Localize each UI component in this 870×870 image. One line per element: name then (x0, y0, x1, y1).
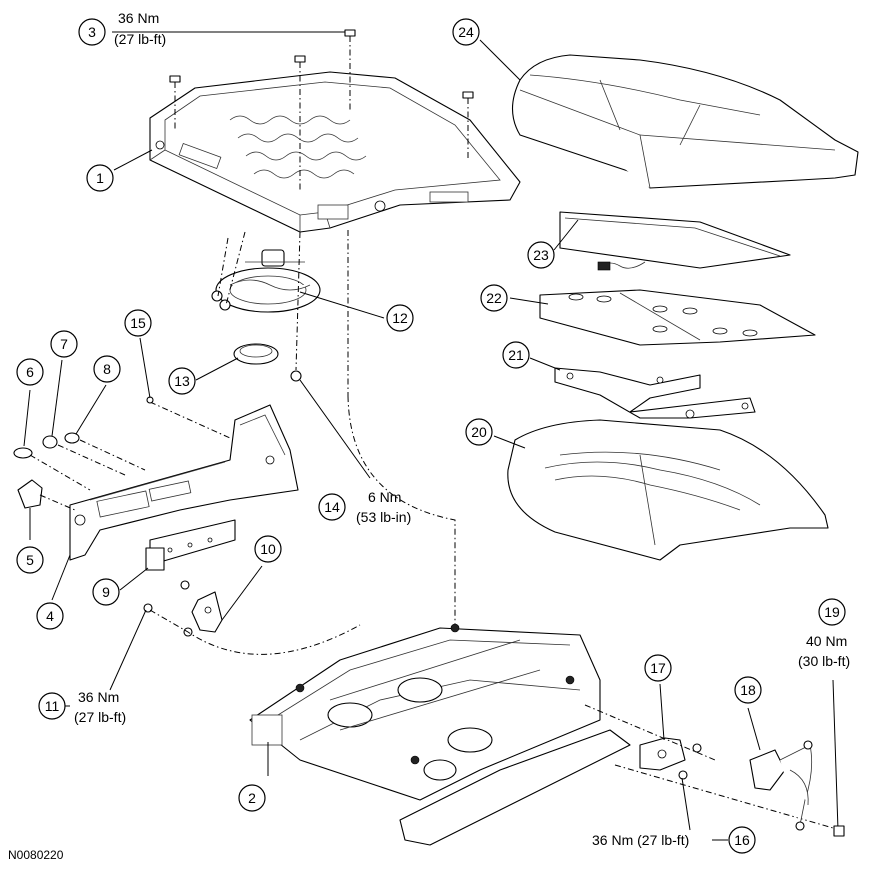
occupant-sensor (554, 367, 756, 419)
cushion-extension-adjuster (211, 231, 321, 313)
torque-19-nm: 40 Nm (806, 633, 847, 649)
svg-text:18: 18 (740, 682, 756, 698)
torque-16: 36 Nm (27 lb-ft) (592, 832, 689, 848)
seat-track-assembly (249, 623, 631, 846)
callout-6: 6 (16, 358, 44, 386)
svg-text:19: 19 (824, 604, 840, 620)
callout-21: 21 (502, 341, 530, 369)
frame-bolts (169, 29, 474, 190)
svg-text:24: 24 (458, 24, 474, 40)
callout-3: 3 (78, 18, 106, 46)
alignment-line (584, 704, 716, 761)
knob-7 (42, 435, 58, 449)
seat-track-bracket (143, 580, 223, 637)
svg-text:22: 22 (486, 290, 502, 306)
callout-10: 10 (254, 535, 282, 563)
svg-text:3: 3 (88, 24, 96, 40)
seat-belt-anchor-bracket (639, 737, 702, 780)
svg-text:2: 2 (248, 790, 256, 806)
callout-12: 12 (386, 304, 414, 332)
torque-3-nm: 36 Nm (118, 10, 159, 26)
svg-text:17: 17 (650, 660, 666, 676)
callout-16: 16 (728, 826, 756, 854)
svg-text:6: 6 (26, 364, 34, 380)
callout-15: 15 (124, 309, 152, 337)
svg-text:9: 9 (102, 584, 110, 600)
knob-6 (13, 447, 33, 459)
callout-11: 11 (38, 692, 66, 720)
torque-14-nm: 6 Nm (368, 489, 401, 505)
seat-heater-mat (559, 211, 791, 271)
svg-text:21: 21 (508, 347, 524, 363)
svg-text:5: 5 (26, 552, 34, 568)
svg-text:23: 23 (533, 247, 549, 263)
seat-cushion-pad (539, 289, 816, 346)
svg-text:4: 4 (46, 608, 54, 624)
svg-text:13: 13 (174, 373, 190, 389)
svg-text:12: 12 (392, 310, 408, 326)
svg-text:7: 7 (60, 336, 68, 352)
callout-4: 4 (36, 602, 64, 630)
callout-14: 14 (318, 493, 346, 521)
nut-14 (290, 370, 302, 382)
svg-text:15: 15 (130, 315, 146, 331)
callout-1: 1 (86, 164, 114, 192)
torque-11-lbft: (27 lb-ft) (74, 709, 126, 725)
power-seat-switch (145, 519, 236, 571)
switch-knobs (13, 396, 231, 511)
svg-text:10: 10 (260, 541, 276, 557)
callout-17: 17 (644, 654, 672, 682)
callout-5: 5 (16, 546, 44, 574)
callout-24: 24 (452, 18, 480, 46)
alignment-line (614, 764, 841, 831)
seat-belt-buckle (749, 740, 813, 831)
seat-cushion-cover (511, 54, 859, 189)
torque-19-lbft: (30 lb-ft) (798, 653, 850, 669)
callout-9: 9 (92, 578, 120, 606)
callout-23: 23 (527, 241, 555, 269)
callout-22: 22 (480, 284, 508, 312)
callout-2: 2 (238, 784, 266, 812)
callout-19: 19 (818, 598, 846, 626)
callout-13: 13 (168, 367, 196, 395)
svg-text:1: 1 (96, 170, 104, 186)
svg-text:16: 16 (734, 832, 750, 848)
seat-cushion-frame (149, 71, 521, 233)
callout-18: 18 (734, 676, 762, 704)
knob-8 (64, 432, 80, 444)
svg-text:11: 11 (45, 698, 60, 714)
torque-11-nm: 36 Nm (78, 689, 119, 705)
svg-text:20: 20 (471, 424, 487, 440)
svg-text:14: 14 (324, 499, 340, 515)
trim-ring (233, 343, 279, 365)
buckle-bolt (832, 679, 845, 837)
alignment-line (347, 395, 456, 625)
torque-3-lbft: (27 lb-ft) (114, 31, 166, 47)
alignment-line (295, 231, 301, 371)
seat-cushion-foam (507, 419, 829, 561)
seat-side-shield (69, 404, 299, 561)
callout-8: 8 (93, 355, 121, 383)
figure-id: N0080220 (8, 848, 64, 862)
callout-20: 20 (465, 418, 493, 446)
alignment-line (149, 609, 361, 655)
callout-7: 7 (50, 330, 78, 358)
torque-14-lbin: (53 lb-in) (356, 509, 411, 525)
svg-text:8: 8 (103, 361, 111, 377)
lumbar-knob-5 (17, 479, 43, 509)
leader-lines (23, 31, 761, 841)
